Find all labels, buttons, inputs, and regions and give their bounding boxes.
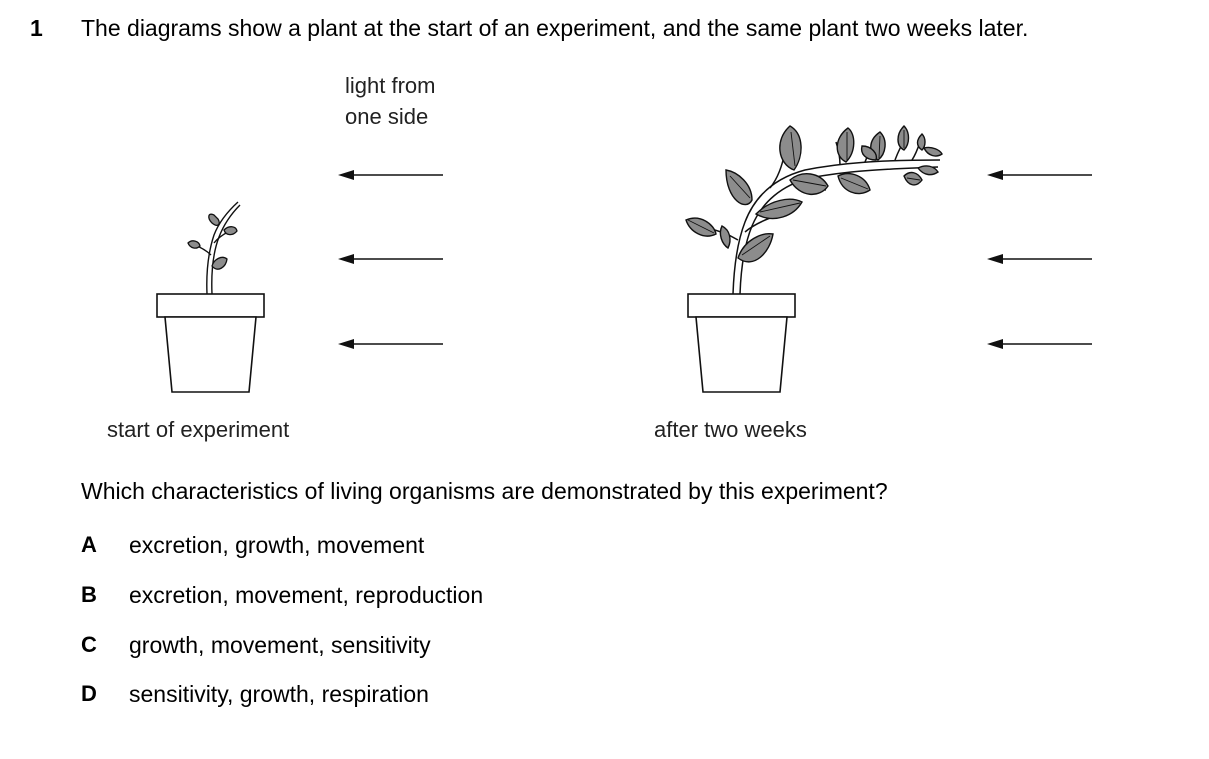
leaf [897,125,910,151]
pot-after [687,293,796,393]
leaf [187,240,201,249]
leaf [922,146,943,157]
option-c-text[interactable]: growth, movement, sensitivity [129,632,431,658]
leaf [725,169,753,206]
option-a-text[interactable]: excretion, growth, movement [129,532,425,558]
arrow-head [987,170,1003,180]
option-a-letter[interactable]: A [81,532,97,557]
option-b-text[interactable]: excretion, movement, reproduction [129,582,484,608]
leaf [719,225,731,250]
light-label-line1: light from [345,73,436,98]
leaf [916,165,939,176]
leaf [779,125,802,171]
leaf [789,173,829,195]
leaf [860,145,878,161]
arrow-head [987,254,1003,264]
leaf [754,198,803,220]
leaf [737,233,774,263]
caption-after-two-weeks: after two weeks [654,417,807,442]
leaf [836,127,855,163]
leaf [916,133,926,151]
question-number: 1 [30,15,43,41]
leaf [223,226,238,236]
option-b-letter[interactable]: B [81,582,97,607]
seedling [192,201,241,295]
seedling-leaves [187,213,238,270]
option-c-letter[interactable]: C [81,632,97,657]
option-d-text[interactable]: sensitivity, growth, respiration [129,681,429,707]
question-text: The diagrams show a plant at the start o… [81,15,1029,41]
plant-diagram [156,125,1092,393]
light-arrows-right [987,170,1092,349]
leaf [208,213,220,226]
caption-start-of-experiment: start of experiment [107,417,290,442]
question-prompt: Which characteristics of living organism… [81,478,888,504]
leaf [211,256,228,270]
option-d-letter[interactable]: D [81,681,97,706]
arrow-head [338,254,354,264]
pot-start [156,293,265,393]
leaf-veins [687,130,921,256]
light-arrows-left [338,170,443,349]
light-label-line2: one side [345,104,429,129]
arrow-head [338,170,354,180]
arrow-head [987,339,1003,349]
grown-plant-stem [705,137,941,295]
arrow-head [338,339,354,349]
